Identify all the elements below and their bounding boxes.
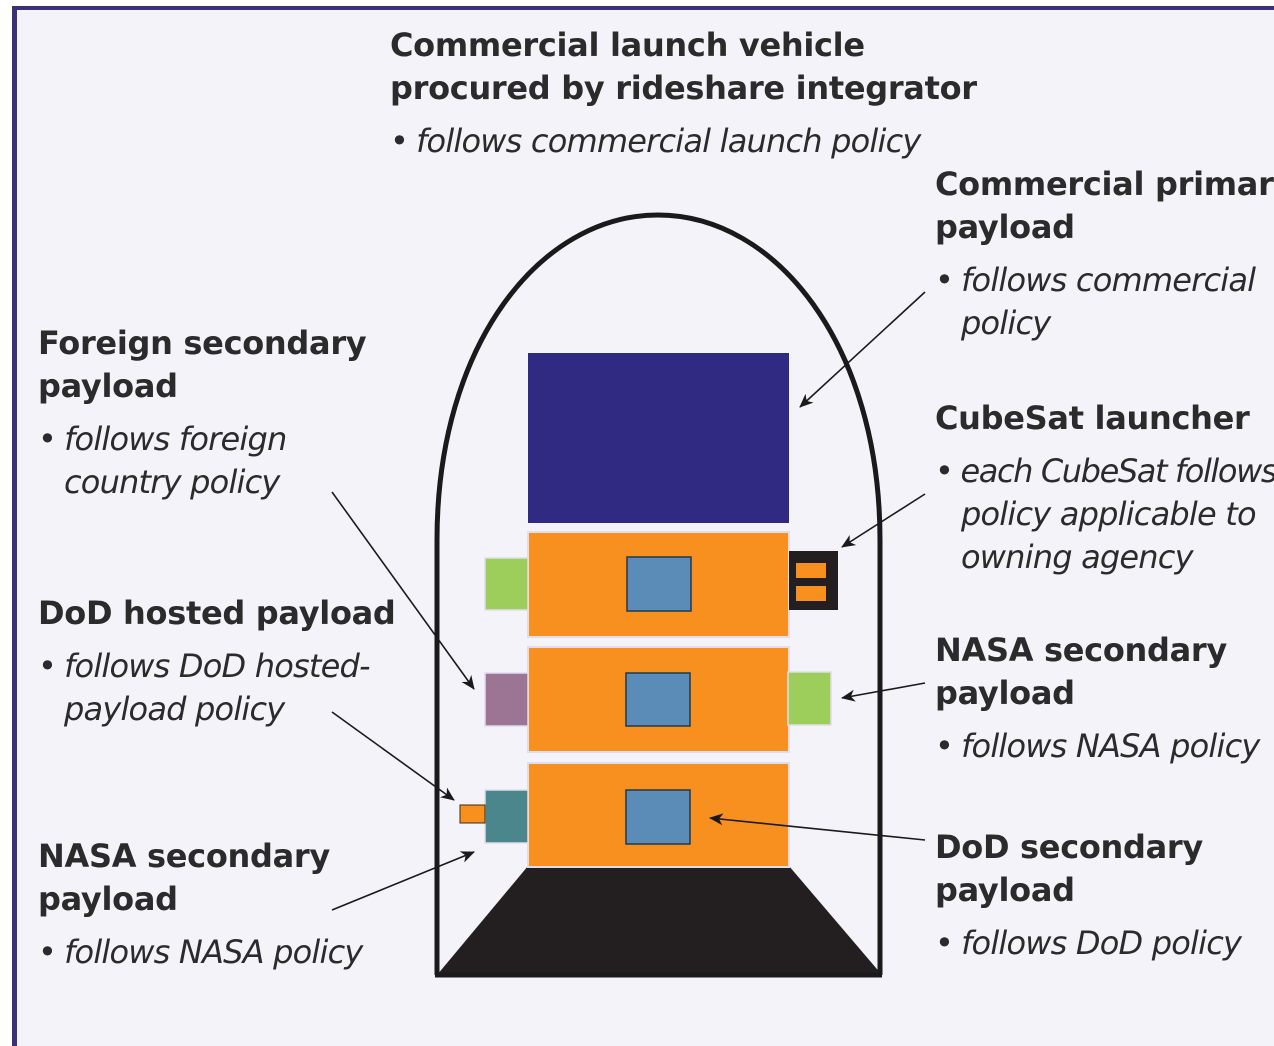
nasa-secondary-left-title-line2: payload [38, 880, 178, 918]
foreign-secondary-bullet-text: follows foreign [64, 420, 287, 458]
bullet-symbol: • [935, 452, 954, 490]
arrow-dod-hosted [331, 711, 455, 801]
bullet-symbol: • [935, 924, 954, 962]
commercial-primary-title-line1: Commercial primary [935, 165, 1274, 203]
dod-secondary-bullet: •follows DoD policy [935, 922, 1242, 965]
cubesat-unit-2 [796, 586, 826, 601]
callout-nasa-secondary-right: NASA secondary payload •follows NASA pol… [935, 629, 1260, 768]
bullet-symbol: • [390, 122, 409, 160]
foreign-secondary-payload [484, 672, 529, 727]
callout-nasa-secondary-left: NASA secondary payload •follows NASA pol… [38, 835, 363, 974]
arrow-cubesat-launcher [841, 493, 926, 548]
nasa-secondary-payload-right [787, 671, 832, 726]
commercial-primary-bullet-cont: policy [961, 304, 1051, 342]
nasa-secondary-right-bullet: •follows NASA policy [935, 725, 1260, 768]
dod-hosted-bullet-text: follows DoD hosted- [64, 647, 370, 685]
nasa-secondary-left-title-line1: NASA secondary [38, 837, 330, 875]
dod-secondary-title-line2: payload [935, 871, 1075, 909]
arrow-commercial-primary [799, 291, 926, 408]
dod-secondary-title-line1: DoD secondary [935, 828, 1203, 866]
dod-secondary-payload [625, 789, 691, 845]
nasa-secondary-right-title-line1: NASA secondary [935, 631, 1227, 669]
nasa-secondary-left-bullet: •follows NASA policy [38, 931, 363, 974]
commercial-primary-title-line2: payload [935, 208, 1075, 246]
callout-commercial-primary: Commercial primary payload •follows comm… [935, 163, 1274, 345]
cubesat-launcher-bullet-text: each CubeSat follows [960, 452, 1274, 490]
cubesat-launcher-bullet-cont1: policy applicable to [961, 495, 1257, 533]
nasa-secondary-payload-left [484, 789, 529, 844]
launch-vehicle-title-line2: procured by rideshare integrator [390, 69, 977, 107]
dod-hosted-bullet: •follows DoD hosted- [38, 645, 396, 688]
cubesat-launcher-title: CubeSat launcher [935, 399, 1250, 437]
bullet-symbol: • [38, 420, 57, 458]
cubesat-unit-1 [796, 563, 826, 578]
foreign-secondary-bullet: •follows foreign [38, 418, 366, 461]
arrow-foreign-secondary [331, 491, 475, 690]
commercial-primary-payload [528, 353, 789, 523]
callout-cubesat-launcher: CubeSat launcher •each CubeSat follows p… [935, 397, 1274, 579]
dod-secondary-bullet-text: follows DoD policy [961, 924, 1242, 962]
bullet-symbol: • [38, 647, 57, 685]
cubesat-launcher-bullet-cont2: owning agency [961, 538, 1194, 576]
dod-hosted-payload [459, 804, 486, 824]
bullet-symbol: • [935, 261, 954, 299]
bullet-symbol: • [935, 727, 954, 765]
cubesat-launcher-bullet: •each CubeSat follows [935, 450, 1274, 493]
foreign-secondary-title-line1: Foreign secondary [38, 324, 367, 362]
nasa-secondary-left-bullet-text: follows NASA policy [64, 933, 363, 971]
bullet-symbol: • [38, 933, 57, 971]
foreign-secondary-bullet-cont: country policy [64, 463, 280, 501]
launch-vehicle-fairing [434, 212, 883, 975]
foreign-secondary-title-line2: payload [38, 367, 178, 405]
arrow-nasa-secondary-right [841, 682, 926, 702]
nasa-secondary-right-bullet-text: follows NASA policy [961, 727, 1260, 765]
commercial-primary-bullet: •follows commercial [935, 259, 1274, 302]
callout-dod-secondary: DoD secondary payload •follows DoD polic… [935, 826, 1242, 965]
callout-launch-vehicle: Commercial launch vehicle procured by ri… [390, 24, 977, 163]
cubesat-launcher [789, 551, 838, 610]
commercial-primary-bullet-text: follows commercial [961, 261, 1256, 299]
launch-vehicle-bullet-text: follows commercial launch policy [416, 122, 921, 160]
nasa-secondary-right-title-line2: payload [935, 674, 1075, 712]
callout-dod-hosted: DoD hosted payload •follows DoD hosted- … [38, 592, 396, 731]
dod-hosted-bullet-cont: payload policy [64, 690, 285, 728]
launch-vehicle-title-line1: Commercial launch vehicle [390, 26, 865, 64]
green-side-payload-top [484, 557, 529, 611]
inner-payload-middle [625, 672, 691, 727]
inner-payload-top [626, 556, 692, 612]
launch-vehicle-base [437, 866, 882, 975]
dod-hosted-title: DoD hosted payload [38, 594, 396, 632]
arrow-dod-secondary [709, 813, 926, 841]
callout-foreign-secondary: Foreign secondary payload •follows forei… [38, 322, 367, 504]
arrow-nasa-secondary-left [331, 851, 475, 911]
launch-vehicle-bullet: •follows commercial launch policy [390, 120, 977, 163]
